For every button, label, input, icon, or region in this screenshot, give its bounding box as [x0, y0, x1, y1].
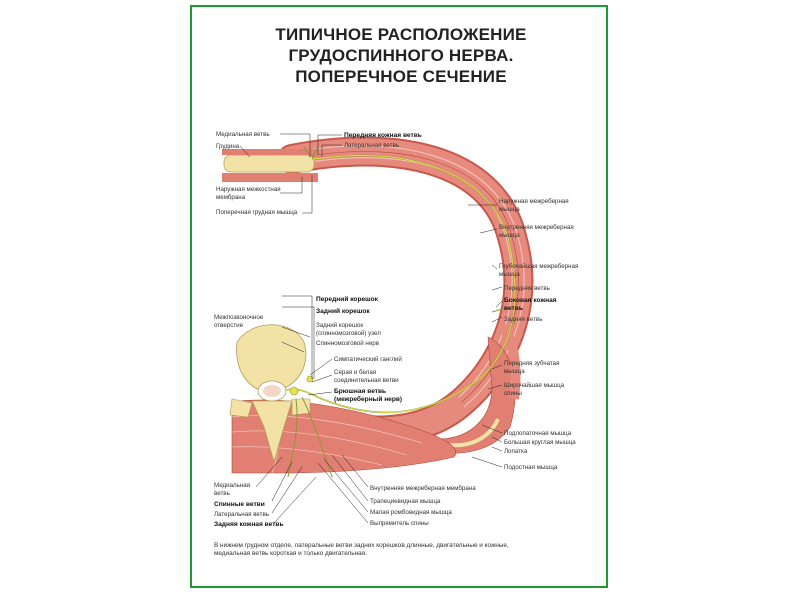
label-posterior-cutaneous: Задняя кожная ветвь [214, 521, 284, 528]
label-innermost-intercostal-1: Глубочайшая межреберная [499, 263, 578, 270]
label-subscapularis: Подлопаточная мышца [504, 430, 572, 437]
label-serratus-anterior-2: мышца [504, 368, 525, 375]
label-lateral-cutaneous-2: ветвь [504, 305, 523, 312]
label-transverse-thoracic: Поперечная грудная мышца [216, 209, 298, 216]
label-scapula: Лопатка [504, 448, 528, 455]
back-muscles [231, 399, 456, 474]
label-posterior-root: Задний корешок [316, 307, 370, 315]
footnote: В нижнем грудном отделе, латеральные вет… [214, 542, 509, 557]
page-title: ТИПИЧНОЕ РАСПОЛОЖЕНИЕ ГРУДОСПИННОГО НЕРВ… [192, 24, 606, 87]
label-anterior-root: Передний корешок [316, 295, 379, 303]
label-innermost-intercostal-2: мышца [499, 271, 520, 278]
label-internal-intercostal-2: мышца [499, 232, 520, 239]
label-anterior-branch: Передняя ветвь [504, 285, 550, 292]
leader-lines [239, 133, 503, 524]
label-spinal-nerve: Спинномозговой нерв [316, 340, 380, 347]
label-latissimus-1: Широчайшая мышца [504, 382, 565, 389]
label-anterior-cutaneous: Передняя кожная ветвь [344, 132, 422, 139]
label-erector-spinae: Выпрямитель спины [370, 520, 429, 527]
label-sympathetic-ganglion: Симпатический ганглий [334, 356, 402, 363]
label-serratus-anterior-1: Передняя зубчатая [504, 360, 559, 367]
thoracic-wall [277, 136, 534, 446]
label-ventral-branch-2: (межреберный нерв) [334, 395, 402, 403]
label-medial-branch-top: Медиальная ветвь [216, 131, 270, 138]
label-latissimus-2: спины [504, 390, 522, 397]
label-rami-communicantes-2: соединительная ветви [334, 377, 399, 384]
title-line-2: ГРУДОСПИННОГО НЕРВА. [288, 46, 514, 65]
label-spinal-ganglion-2: (спинномозговой) узел [316, 330, 381, 337]
label-external-intercostal-2: мышца [499, 206, 520, 213]
label-lateral-branch-top: Латеральная ветвь [344, 142, 399, 149]
label-rami-communicantes-1: Серая и белая [334, 369, 376, 376]
label-posterior-branch: Задняя ветвь [504, 316, 542, 323]
label-intervertebral-foramen-2: отверстие [214, 322, 244, 329]
label-internal-intercostal-1: Внутренняя межреберная [499, 224, 574, 231]
poster-frame: ТИПИЧНОЕ РАСПОЛОЖЕНИЕ ГРУДОСПИННОГО НЕРВ… [190, 5, 608, 588]
label-ventral-branch-1: Брюшная ветвь [334, 388, 386, 395]
label-infraspinatus: Подостная мышца [504, 464, 558, 471]
label-lateral-cutaneous-1: Боковая кожная [504, 297, 557, 304]
nerve-paths [285, 146, 516, 478]
label-ext-intercostal-membrane-1: Наружная межкостная [216, 186, 281, 193]
title-line-1: ТИПИЧНОЕ РАСПОЛОЖЕНИЕ [275, 25, 527, 44]
label-spinal-ganglion-1: Задний корешок [316, 322, 363, 329]
label-intervertebral-foramen-1: Межпозвоночное [214, 314, 264, 321]
title-line-3: ПОПЕРЕЧНОЕ СЕЧЕНИЕ [295, 67, 507, 86]
label-sternum: Грудина [216, 143, 240, 150]
label-internal-intercostal-membrane: Внутренняя межреберная мембрана [370, 485, 476, 492]
label-teres-major: Большая круглая мышца [504, 439, 576, 446]
label-rhomboid-minor: Малая ромбовидная мышца [370, 509, 452, 516]
anatomy-diagram: Медиальная ветвь Грудина Наружная межкос… [214, 131, 578, 528]
labels: Медиальная ветвь Грудина Наружная межкос… [214, 131, 578, 528]
scapula-region [441, 321, 521, 454]
label-external-intercostal-1: Наружная межреберная [499, 198, 569, 205]
label-ext-intercostal-membrane-2: мембрана [216, 194, 246, 201]
label-dorsal-branches: Спинные ветви [214, 501, 265, 508]
sternum-shape [222, 149, 318, 182]
label-medial-branch-bottom-2: ветвь [214, 490, 230, 497]
label-medial-branch-bottom-1: Медиальная [214, 482, 250, 489]
label-lateral-branch-bottom: Латеральная ветвь [214, 511, 269, 518]
label-trapezius: Трапециевидная мышца [370, 498, 441, 505]
